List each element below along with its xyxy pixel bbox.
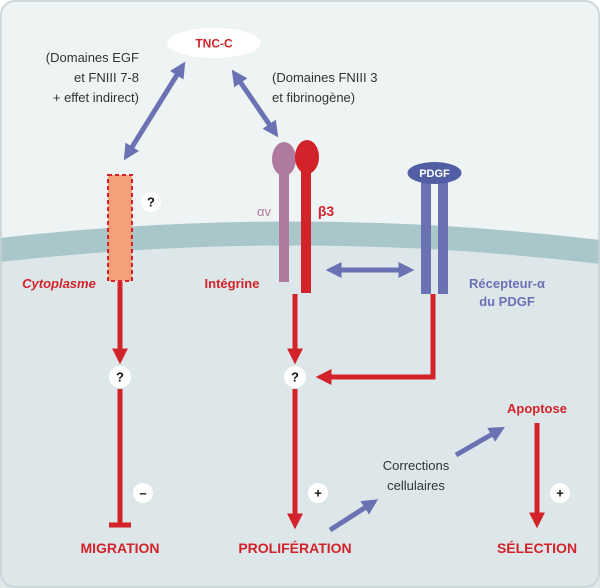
selection-effect-sign: + <box>556 486 564 501</box>
tnc-c-cytoplasm-receptor-arrow <box>123 61 186 161</box>
integrin-unknown-bubble <box>284 366 306 388</box>
apoptosis-label: Apoptose <box>507 401 567 416</box>
migration-unknown-mark: ? <box>116 370 124 385</box>
integrin-beta-label: β3 <box>318 203 335 219</box>
integrin-beta-stalk <box>301 168 311 293</box>
cell-membrane <box>0 221 600 264</box>
corrections-label-line-2: cellulaires <box>387 478 445 493</box>
pdgf-receptor-label-line-1: Récepteur-α <box>469 276 545 291</box>
migration-outcome: MIGRATION <box>80 540 159 556</box>
pdgf-receptor-chain-2 <box>438 182 448 294</box>
cytoplasm-region <box>0 245 600 588</box>
unknown-receptor-question-bubble <box>141 192 161 212</box>
tnc-c-node <box>167 28 261 58</box>
proliferation-effect-bubble <box>308 483 328 503</box>
integrin-alpha-head <box>272 142 296 176</box>
migration-effect-bubble <box>133 483 153 503</box>
selection-outcome: SÉLECTION <box>497 540 577 556</box>
cytoplasm-label: Cytoplasme <box>22 276 96 291</box>
tnc-c-label: TNC-C <box>195 37 233 51</box>
integrin-alpha-stalk <box>279 170 289 282</box>
integrin-unknown-mark: ? <box>291 370 299 385</box>
egf-domains-line-2: et FNIII 7-8 <box>74 70 139 85</box>
tnc-c-integrin-arrow <box>231 69 279 138</box>
fniii-domains-line-1: (Domaines FNIII 3 <box>272 70 377 85</box>
corrections-label-line-1: Corrections <box>383 458 450 473</box>
egf-domains-line-3: + effet indirect) <box>53 90 139 105</box>
fniii-domains-line-2: et fibrinogène) <box>272 90 355 105</box>
integrin-label: Intégrine <box>205 276 260 291</box>
egf-domains-line-1: (Domaines EGF <box>46 50 139 65</box>
selection-effect-bubble <box>550 483 570 503</box>
pdgf-ligand-badge <box>407 162 462 184</box>
migration-effect-sign: – <box>139 486 146 501</box>
proliferation-effect-sign: + <box>314 486 322 501</box>
integrin-beta-head <box>295 140 319 174</box>
proliferation-outcome: PROLIFÉRATION <box>238 540 351 556</box>
pdgf-ligand-label: PDGF <box>419 168 450 180</box>
migration-unknown-bubble <box>109 366 131 388</box>
pdgf-receptor-label-line-2: du PDGF <box>479 294 535 309</box>
pdgf-receptor-chain-1 <box>421 182 431 294</box>
pdgf-receptor-signal-arrow <box>315 294 436 386</box>
unknown-receptor-question-mark: ? <box>147 195 155 210</box>
integrin-alpha-label: αv <box>257 204 272 219</box>
corrections-to-apoptosis-arrow <box>454 426 505 458</box>
proliferation-to-corrections-arrow <box>328 499 379 533</box>
unknown-receptor <box>107 174 133 282</box>
